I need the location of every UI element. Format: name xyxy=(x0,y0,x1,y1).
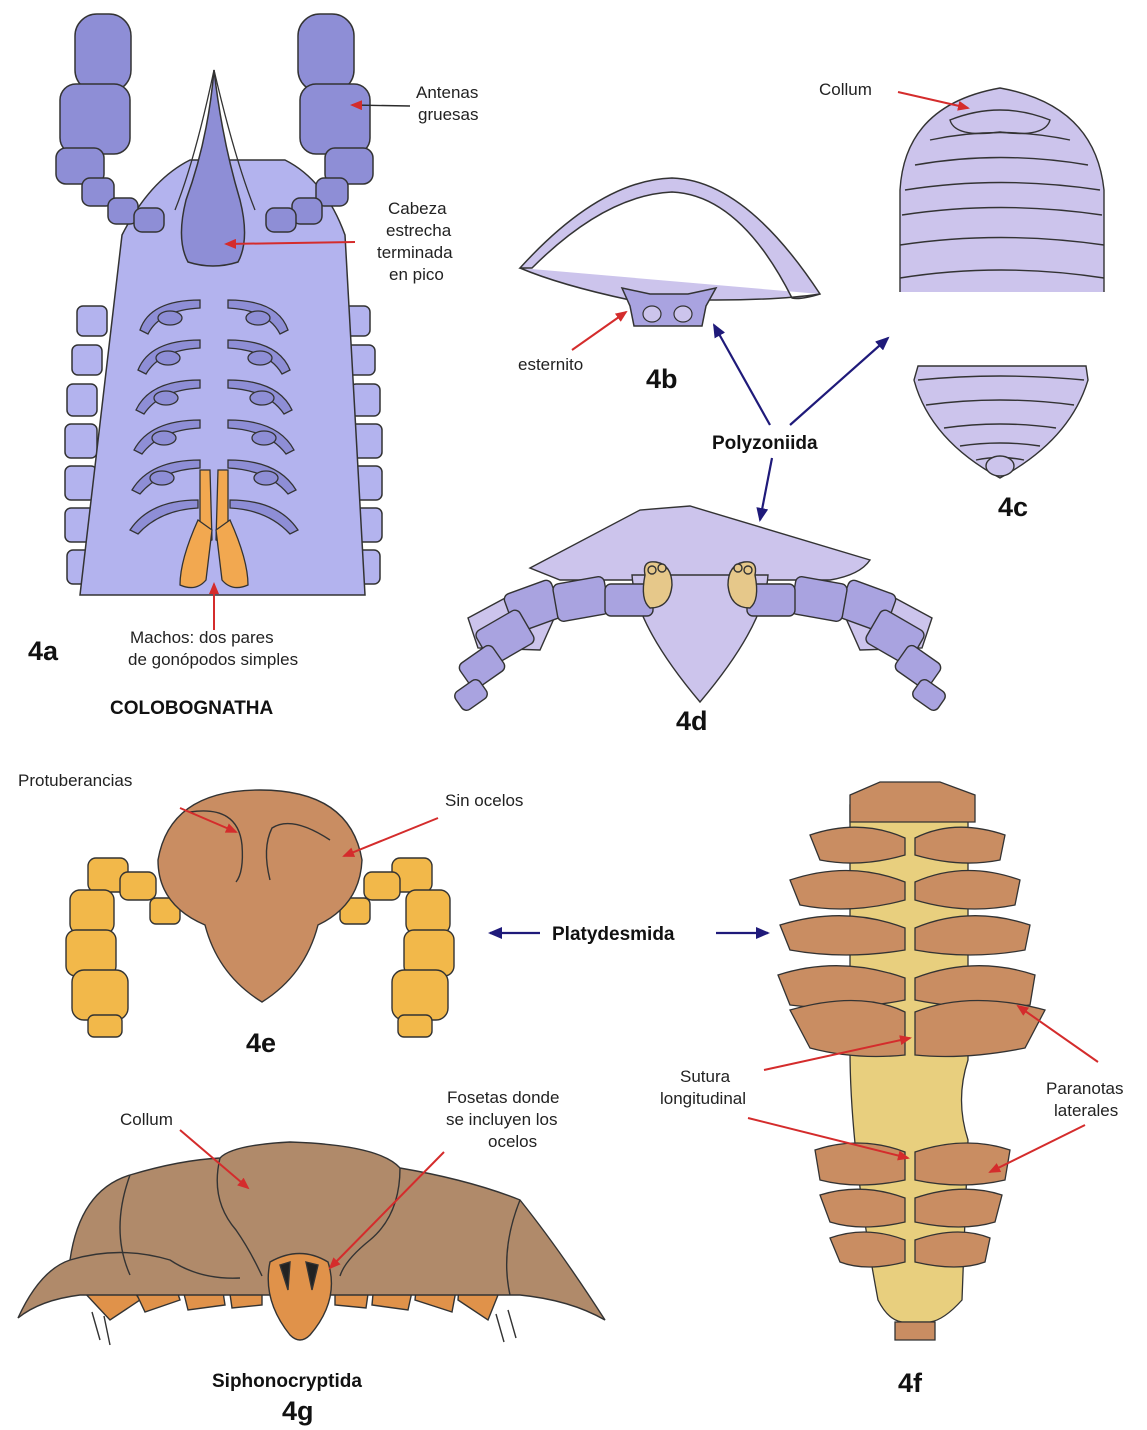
arrow-to-4d xyxy=(760,458,772,520)
tergite-4d xyxy=(530,506,870,580)
label-fosetas-3: ocelos xyxy=(488,1132,537,1151)
figure-id-4d: 4d xyxy=(676,706,708,736)
label-fosetas-1: Fosetas donde xyxy=(447,1088,559,1107)
label-collum-4c: Collum xyxy=(819,80,872,99)
label-fosetas-2: se incluyen los xyxy=(446,1110,558,1129)
tergite-arc xyxy=(520,178,820,300)
figure-id-4c: 4c xyxy=(998,492,1028,522)
label-gonopodos: de gonópodos simples xyxy=(128,650,298,669)
label-collum-4g: Collum xyxy=(120,1110,173,1129)
label-paranotas: Paranotas xyxy=(1046,1079,1124,1098)
figure-4g-siphonocryptida: Collum Fosetas donde se incluyen los oce… xyxy=(18,1088,605,1426)
platydesmida-group: Platydesmida xyxy=(490,924,768,945)
group-siphonocryptida: Siphonocryptida xyxy=(212,1371,362,1392)
label-laterales: laterales xyxy=(1054,1101,1118,1120)
figure-4e-platydesmida-head: Protuberancias Sin ocelos 4e xyxy=(18,771,523,1058)
group-platydesmida: Platydesmida xyxy=(552,924,675,945)
arrow-to-4c xyxy=(790,338,888,425)
figure-4b-cross-section: esternito 4b xyxy=(518,178,820,394)
label-terminada: terminada xyxy=(377,243,453,262)
group-polyzoniida: Polyzoniida xyxy=(712,433,818,454)
head-4g xyxy=(268,1254,331,1341)
label-protuberancias: Protuberancias xyxy=(18,771,132,790)
group-colobognatha: COLOBOGNATHA xyxy=(110,698,274,719)
arrow-sin-ocelos xyxy=(344,818,438,856)
label-longitudinal: longitudinal xyxy=(660,1089,746,1108)
figure-id-4b: 4b xyxy=(646,364,678,394)
label-sutura: Sutura xyxy=(680,1067,731,1086)
figure-4a-colobognatha: Antenas gruesas Cabeza estrecha terminad… xyxy=(28,14,478,719)
arrow-to-4b xyxy=(714,325,770,425)
figure-4c-polyzoniida-body: Collum 4c xyxy=(819,80,1104,522)
figure-id-4g: 4g xyxy=(282,1396,314,1426)
label-sin-ocelos: Sin ocelos xyxy=(445,791,523,810)
arrow-antenas xyxy=(352,105,410,106)
sternite xyxy=(622,288,716,326)
label-machos: Machos: dos pares xyxy=(130,628,274,647)
label-gruesas: gruesas xyxy=(418,105,478,124)
polyzoniida-group: Polyzoniida xyxy=(712,325,888,520)
arrow-esternito xyxy=(572,312,626,350)
figure-4f-platydesmida-body: Sutura longitudinal Paranotas laterales … xyxy=(660,782,1124,1398)
figure-id-4a: 4a xyxy=(28,636,59,666)
label-estrecha: estrecha xyxy=(386,221,452,240)
label-esternito: esternito xyxy=(518,355,583,374)
arrow-collum-4c xyxy=(898,92,968,108)
figure-id-4f: 4f xyxy=(898,1368,923,1398)
right-leg-4d xyxy=(747,576,948,713)
label-en-pico: en pico xyxy=(389,265,444,284)
figure-id-4e: 4e xyxy=(246,1028,276,1058)
head-4e xyxy=(158,790,362,1002)
figure-4d-head-front: 4d xyxy=(452,506,947,736)
left-leg-4d xyxy=(452,576,653,713)
label-antenas: Antenas xyxy=(416,83,478,102)
label-cabeza: Cabeza xyxy=(388,199,447,218)
